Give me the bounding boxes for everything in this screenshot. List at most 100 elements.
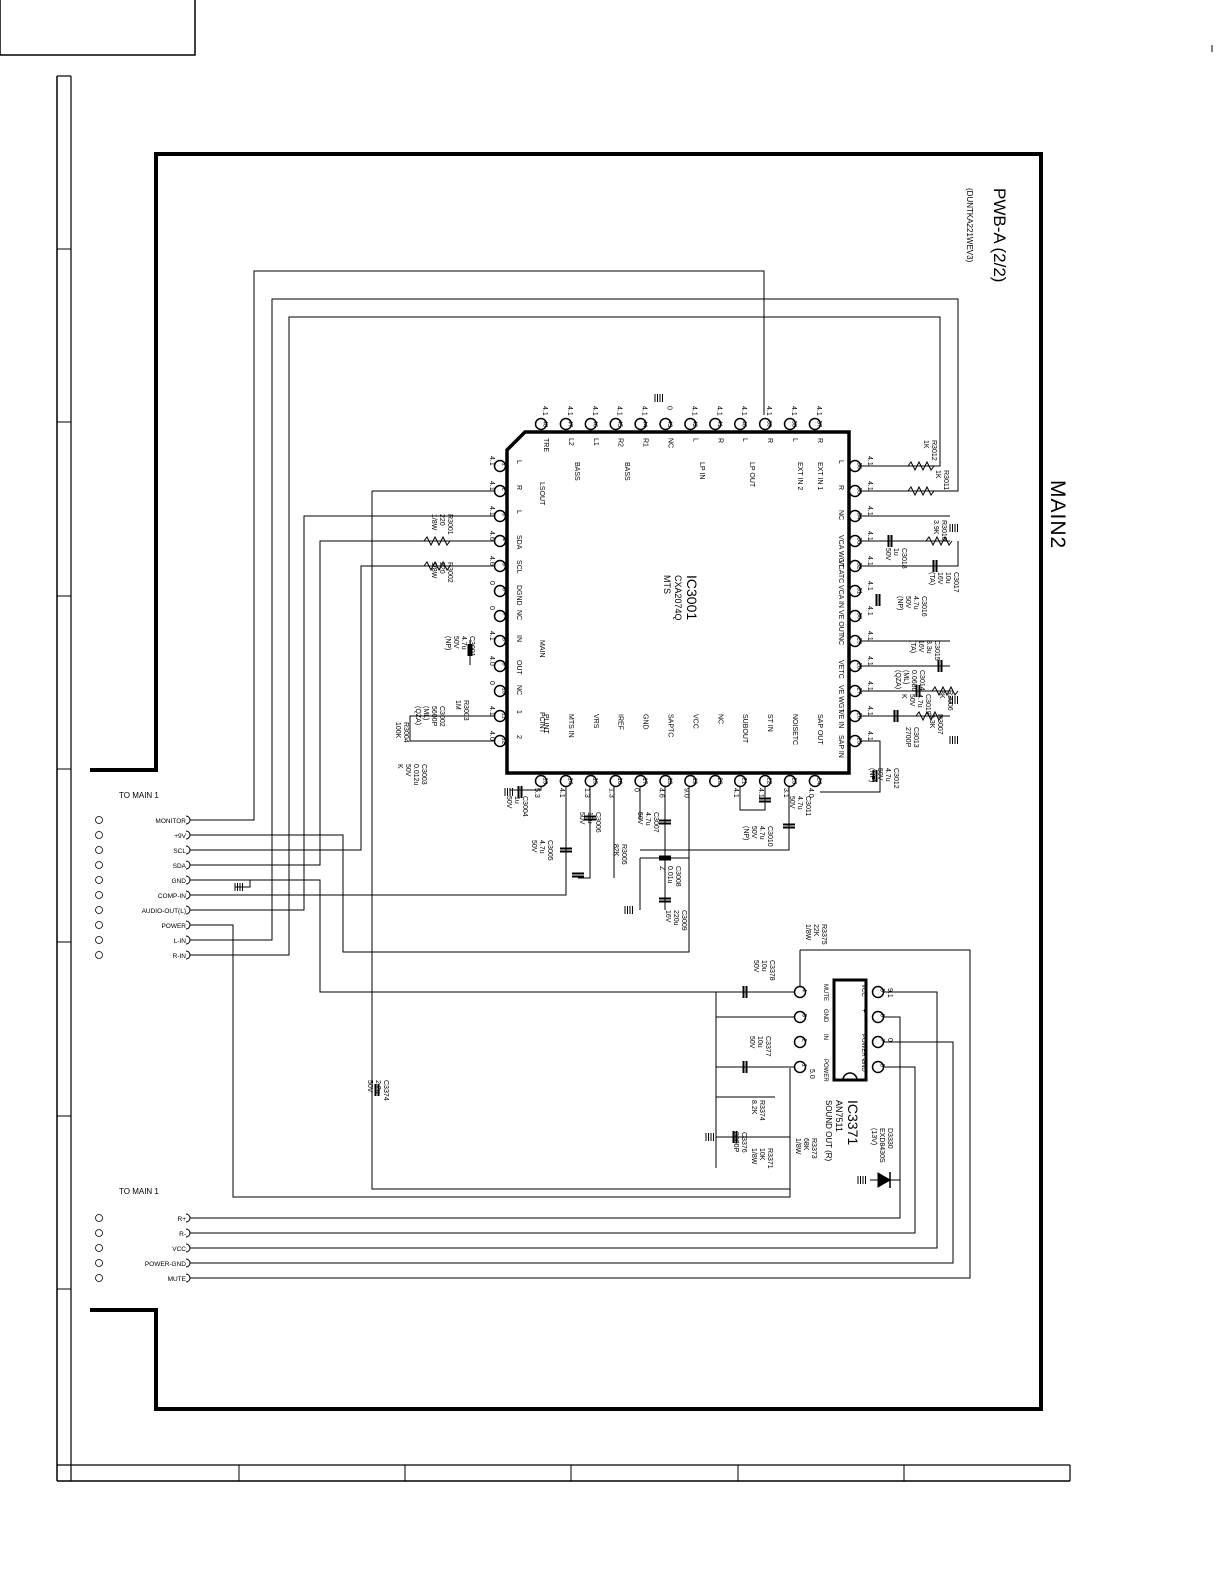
ic3001-pin-37-label: R xyxy=(816,438,823,443)
component-c3016-value-0: 4.7u xyxy=(912,596,919,610)
ic3001-pin-3-marker xyxy=(493,509,507,523)
connector2-arrow-0 xyxy=(185,1213,191,1223)
ic3001-pin-38-marker xyxy=(783,417,797,431)
ic3001-pin-37-marker xyxy=(808,417,822,431)
ic3371-pin-7-marker xyxy=(871,1035,885,1049)
component-c3008-value-0: 0.01u xyxy=(666,866,673,884)
connector2-pin-label-1: R- xyxy=(179,1231,186,1238)
ic3001-pin-7-marker xyxy=(493,609,507,623)
ic3001-pin-43-voltage: 0 xyxy=(666,406,673,410)
ic3371-pin-5-number: 5 xyxy=(879,989,885,993)
board-title: PWB-A (2/2) xyxy=(990,188,1009,282)
ic3001-pin-3-voltage: 4.1 xyxy=(488,506,495,516)
ic3001-pin-37-number: 37 xyxy=(815,421,821,428)
component-r3371-ref: R3371 xyxy=(766,1148,773,1169)
component-labels: R30121KR30111KR30103.9KC30181u50VC301710… xyxy=(366,440,959,1169)
component-c3005-value-1: 50V xyxy=(530,840,537,853)
ic3001-pin-11-number: 11 xyxy=(501,713,507,720)
ic3001-pin-31-number: 31 xyxy=(856,588,862,595)
ic3001-pin-22-voltage: 4.1 xyxy=(757,788,764,798)
ic3371-pin-8-label: - xyxy=(860,1059,866,1061)
ic3001-pin-21-marker xyxy=(733,774,747,788)
component-r3005-ref: R3005 xyxy=(620,844,627,865)
component-c3014-value-1: (ML) xyxy=(902,670,909,684)
ic3001-pin-35-marker xyxy=(848,484,862,498)
ic3001-pin-33-marker xyxy=(848,534,862,548)
ic3001-pin-42-number: 42 xyxy=(691,421,697,428)
component-c3003-value-1: 50V xyxy=(404,764,411,777)
ic3001-pin-42-label: L xyxy=(691,438,698,442)
ic3001-pin-26-voltage: 4.1 xyxy=(866,706,873,716)
page-frame xyxy=(0,0,1213,1482)
ic3001-pin-47-voltage: 4.1 xyxy=(566,406,573,416)
component-r3004-ref: R3004 xyxy=(402,722,409,743)
ic3371-function: SOUND OUT (R) xyxy=(824,1100,833,1162)
connector1-terminal-7 xyxy=(95,921,103,929)
ic3001-pin-35-number: 35 xyxy=(856,488,862,495)
ic3001-pin-16-number: 16 xyxy=(616,778,622,785)
ic3001-pin-10-voltage: 0 xyxy=(488,681,495,685)
component-r3375-value-0: 22K xyxy=(812,924,819,937)
ic3001-pin-18-label: SAPTC xyxy=(667,714,674,737)
ic3371-part: AN7511 xyxy=(834,1100,844,1132)
component-c3017-value-0: 10u xyxy=(944,572,951,584)
ic3001-pin-3-label: L xyxy=(515,510,522,514)
ic3371-pin-1-marker xyxy=(793,1060,807,1074)
component-c3017-ref: C3017 xyxy=(952,572,959,593)
ic3001-part: CXA2074Q xyxy=(673,575,683,621)
ic3001-pin-21-number: 21 xyxy=(741,778,747,785)
ic3001-pin-25-voltage: 4.1 xyxy=(866,731,873,741)
ic3001-pin-4-marker xyxy=(493,534,507,548)
component-c3016-value-1: 50V xyxy=(904,596,911,609)
component-c3004-value-1: 50V xyxy=(505,796,512,809)
connector1-terminal-5 xyxy=(95,891,103,899)
group-main: MAIN xyxy=(538,640,545,658)
ic3001-pin-7-voltage: 0 xyxy=(488,606,495,610)
ic3001-pin-22-marker xyxy=(758,774,772,788)
ic3001-pin-44-voltage: 4.1 xyxy=(641,406,648,416)
ic3001-pin-9-label: OUT xyxy=(515,660,522,676)
ic3001-pin-13-number: 13 xyxy=(542,778,548,785)
component-c3015-ref: C3015 xyxy=(933,640,940,661)
component-c3001-value-0: 4.7u xyxy=(460,636,467,650)
connector2-terminal-4 xyxy=(95,1274,103,1282)
ic3001-pin-14-voltage: 4.1 xyxy=(558,788,565,798)
component-c3010-value-0: 4.7u xyxy=(758,826,765,840)
connector1-terminal-3 xyxy=(95,861,103,869)
component-r3375-value-1: 1/8W xyxy=(804,924,811,941)
board-code: (DUNTKA221WEV3) xyxy=(965,188,974,263)
component-c3012-value-2: (NP) xyxy=(868,768,875,782)
component-c3009-value-1: 16V xyxy=(664,910,671,923)
ic3001-pin-24-voltage: 4.0 xyxy=(807,788,814,798)
group-bass-1: BASS xyxy=(573,462,580,481)
ic3001-pin-47-marker xyxy=(559,417,573,431)
ic3371-pin-2-marker xyxy=(793,1035,807,1049)
ic3001-pin-40-label: L xyxy=(741,438,748,442)
ic3001-pin-19-marker xyxy=(684,774,697,788)
component-c3374-ref: C3374 xyxy=(382,1080,389,1101)
ic3371-pin-2-number: 2 xyxy=(801,1039,807,1043)
connector1-terminal-2 xyxy=(95,846,103,854)
component-c3011-ref: C3011 xyxy=(804,796,811,816)
ic3001-pin-17-label: GND xyxy=(642,714,649,730)
component-c3011-value-1: 50V xyxy=(788,796,795,809)
component-c3376-value-0: 3300P xyxy=(732,1132,739,1153)
component-c3018-value-1: 50V xyxy=(884,548,891,561)
component-c3008-value-1: Z xyxy=(658,866,665,871)
component-c3011-value-0: 4.7u xyxy=(796,796,803,810)
ic3371-pin-2-label: IN xyxy=(822,1034,828,1040)
ic3001-pin-14-marker xyxy=(559,774,573,788)
group-lsout: LSOUT xyxy=(538,482,545,506)
ic3001-pin-39-label: R xyxy=(766,438,773,443)
ic3001-pin-2-marker xyxy=(493,484,507,498)
ic3001-pin-13-label: PLINT xyxy=(542,714,549,735)
ic3001-pin-39-marker xyxy=(758,417,772,431)
component-r3374-value-0: 8.2K xyxy=(750,1100,757,1115)
ic3001-pin-41-marker xyxy=(709,417,722,431)
sheet-title: MAIN2 xyxy=(1046,480,1069,549)
component-c3007-ref: C3007 xyxy=(652,812,659,833)
component-r3001-value-1: 1/8W xyxy=(430,514,437,531)
connector1-pin-label-9: R-IN xyxy=(173,953,187,960)
connector1-terminal-1 xyxy=(95,831,103,839)
